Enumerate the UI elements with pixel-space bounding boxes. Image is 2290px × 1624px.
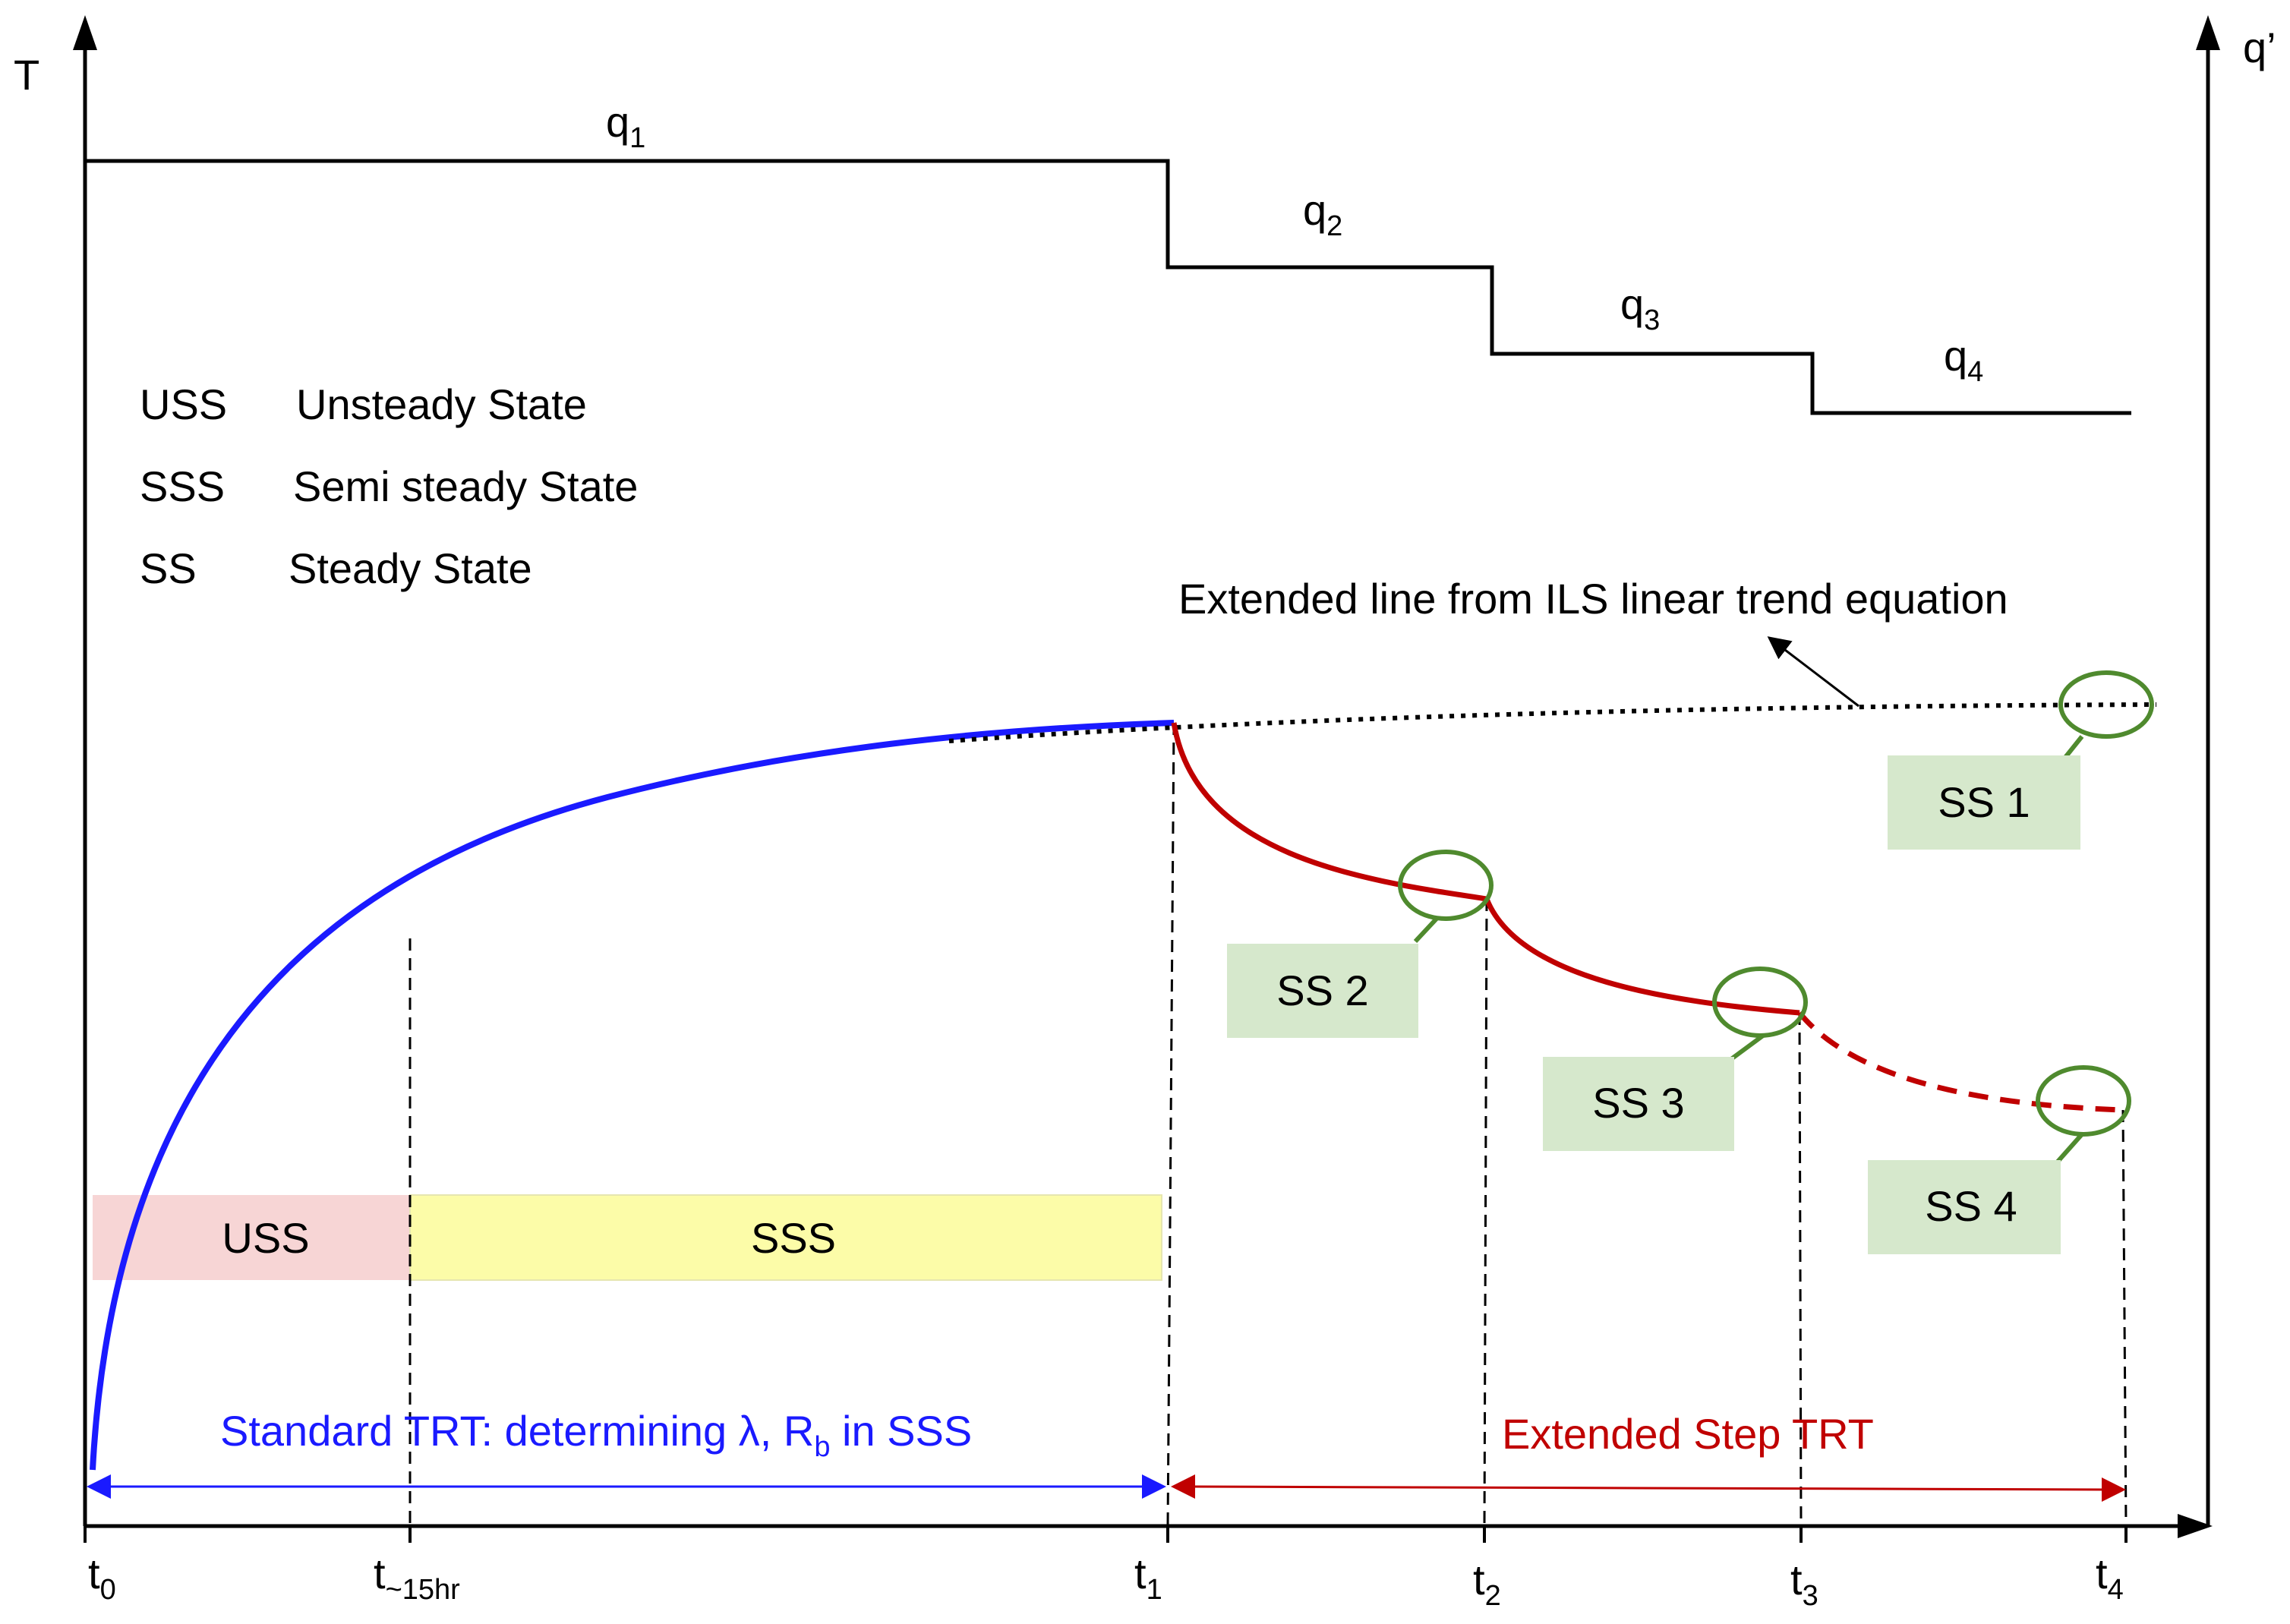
- legend-abbr-ss: SS: [140, 544, 197, 592]
- time-label-t4: t4: [2096, 1550, 2124, 1606]
- uss-bar: [93, 1195, 410, 1280]
- extended-line-annotation: Extended line from ILS linear trend equa…: [1178, 575, 2008, 623]
- ss-label-1: SS 1: [1938, 778, 2030, 826]
- heat-step-profile: [85, 159, 2131, 415]
- standard-trt-curve: [90, 720, 1175, 1471]
- standard-trt-span: [87, 1474, 1166, 1499]
- legend-abbr-uss: USS: [140, 380, 227, 428]
- legend: USS Unsteady State SSS Semi steady State…: [140, 380, 638, 592]
- ss-marker-3: SS 3: [1543, 967, 1808, 1151]
- legend-abbr-sss: SSS: [140, 462, 225, 510]
- heat-step-q4: q4: [1944, 332, 1983, 388]
- extended-trt-label: Extended Step TRT: [1502, 1410, 1874, 1458]
- right-axis-label: q’: [2243, 24, 2276, 71]
- heat-step-q2: q2: [1303, 186, 1342, 242]
- standard-trt-label: Standard TRT: determining λ, Rb in SSS: [220, 1407, 972, 1463]
- ss-marker-4: SS 4: [1868, 1065, 2131, 1254]
- sss-bar-label: SSS: [751, 1214, 836, 1262]
- ss-marker-1: SS 1: [1888, 670, 2154, 850]
- sss-bar: [409, 1194, 1162, 1281]
- ss-label-3: SS 3: [1592, 1079, 1684, 1127]
- ss-label-2: SS 2: [1276, 967, 1368, 1014]
- left-axis-label: T: [14, 51, 39, 99]
- annotation-arrow: [1767, 636, 1859, 708]
- legend-text-uss: Unsteady State: [296, 380, 587, 428]
- uss-bar-label: USS: [222, 1214, 309, 1262]
- ss-label-4: SS 4: [1925, 1182, 2017, 1230]
- legend-text-ss: Steady State: [289, 544, 532, 592]
- axes: [73, 15, 2220, 1543]
- legend-text-sss: Semi steady State: [293, 462, 638, 510]
- time-label-t15hr: t~15hr: [374, 1550, 460, 1606]
- time-label-t3: t3: [1790, 1556, 1818, 1612]
- heat-step-q3: q3: [1620, 280, 1660, 336]
- heat-step-q1: q1: [606, 98, 645, 154]
- time-label-t2: t2: [1473, 1556, 1501, 1612]
- time-label-t1: t1: [1134, 1550, 1162, 1606]
- extended-trt-span: [1171, 1474, 2126, 1502]
- extended-step-curve-projected: [1797, 1011, 2124, 1113]
- ss-marker-2: SS 2: [1227, 850, 1494, 1038]
- time-label-t0: t0: [88, 1550, 116, 1606]
- time-guide-lines: [408, 722, 2128, 1527]
